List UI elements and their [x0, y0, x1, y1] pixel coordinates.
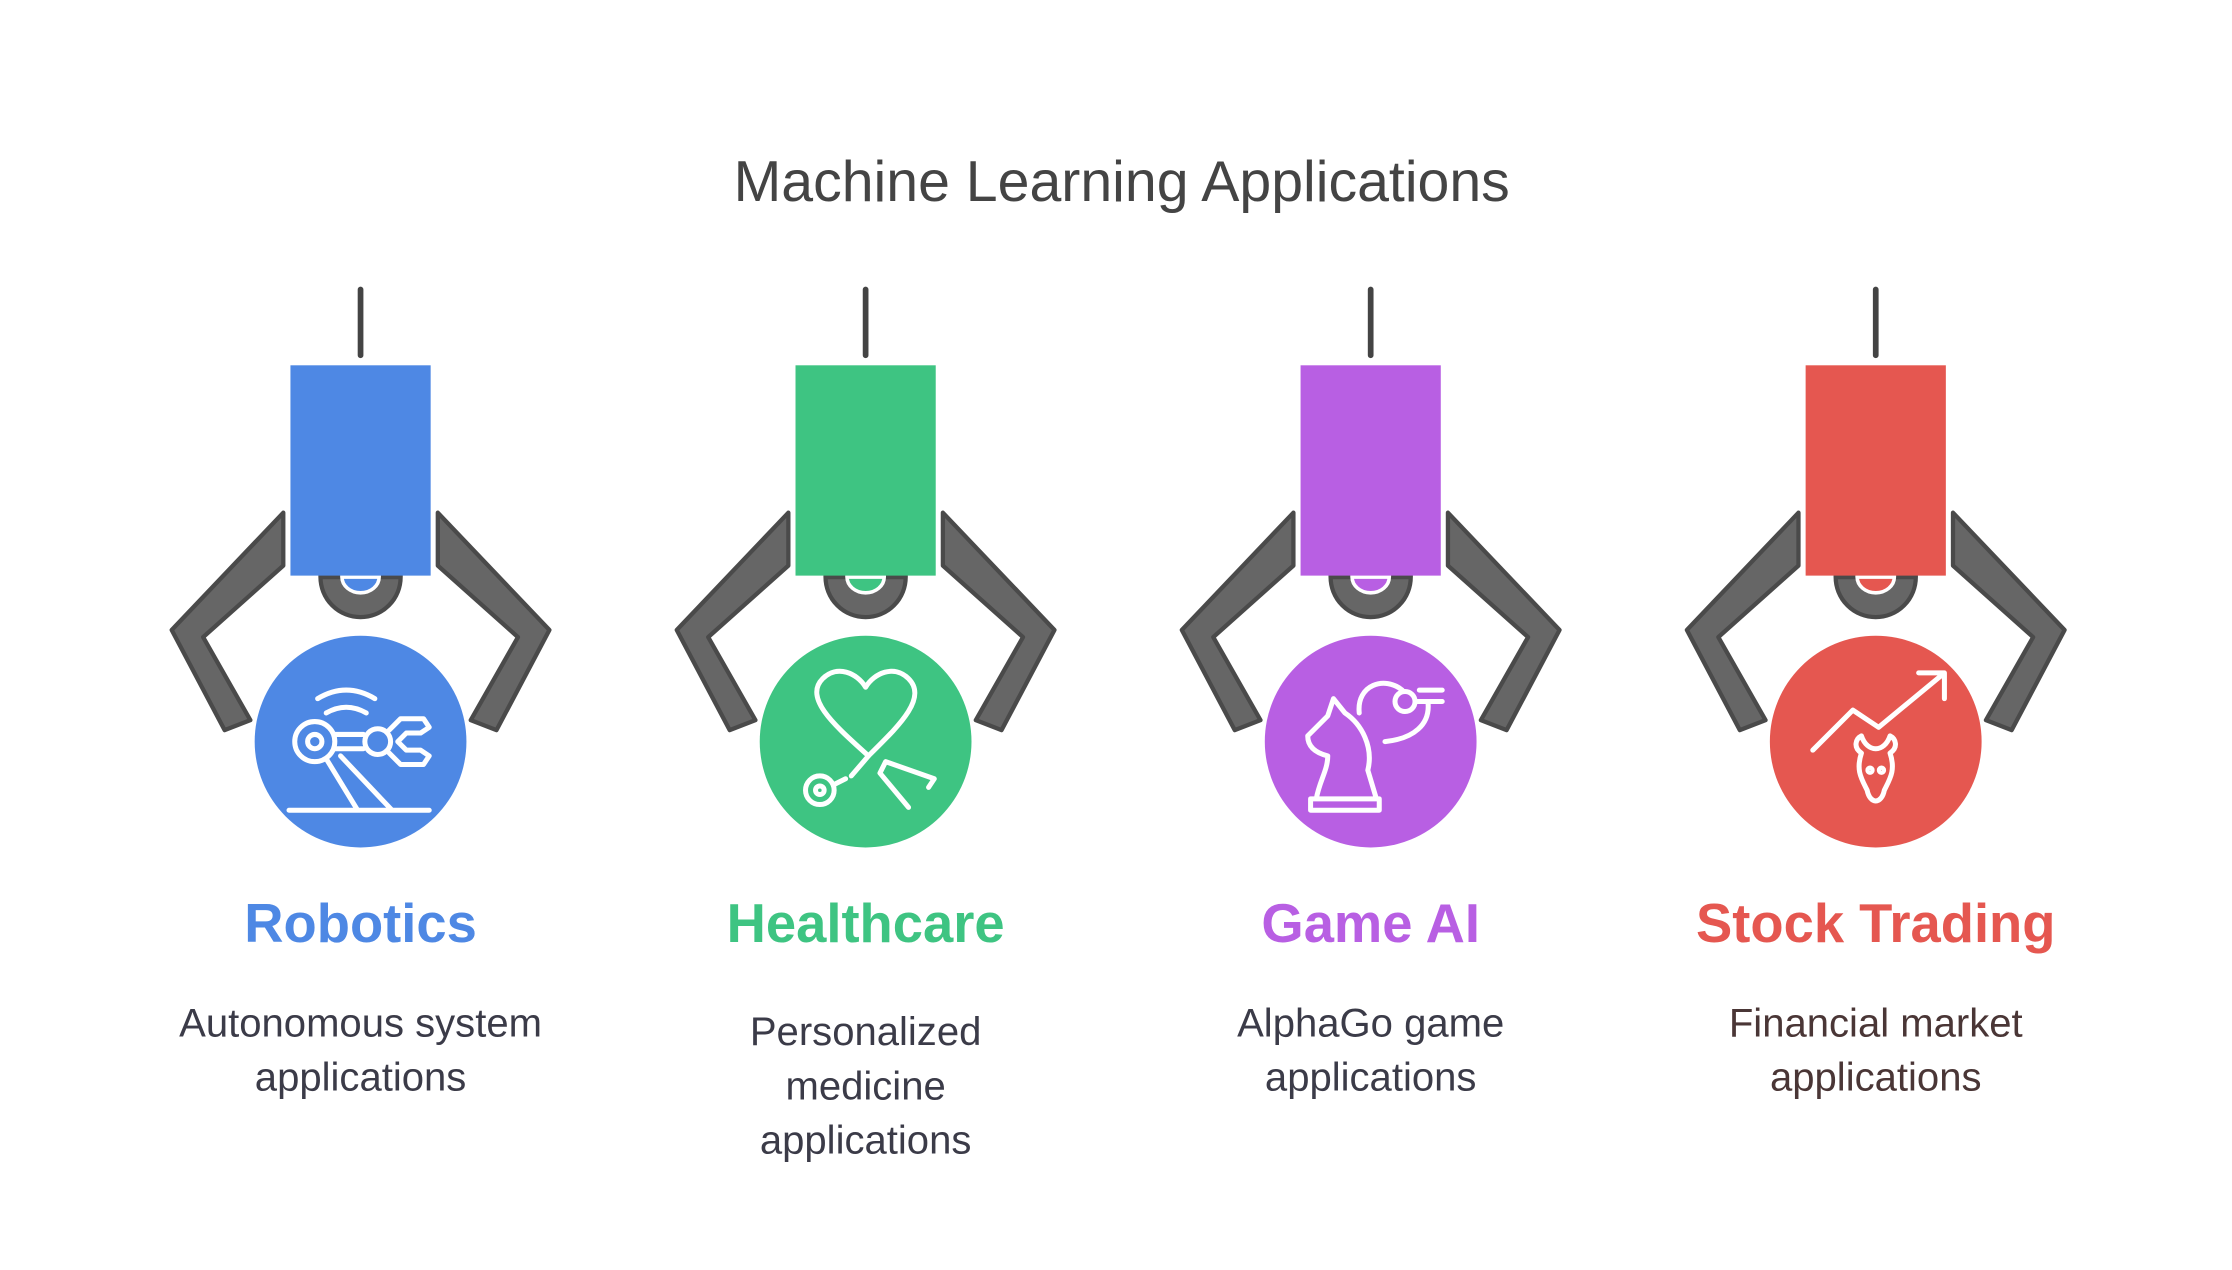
item-description-line: applications [1770, 1056, 1981, 1100]
claw-joint [1328, 574, 1413, 620]
icon-circle [254, 635, 467, 848]
left-claw-arm [1179, 510, 1296, 733]
icon-circle [1769, 635, 1982, 848]
left-claw-arm [1684, 510, 1801, 733]
diagram-title: Machine Learning Applications [734, 150, 1510, 214]
column-game-ai: Game AI AlphaGo game applications [1179, 286, 1562, 1100]
left-claw-arm [169, 510, 286, 733]
item-description-line: AlphaGo game [1237, 1001, 1504, 1045]
claw-joint [1833, 574, 1918, 620]
column-stock-trading: Stock Trading Financial market applicati… [1684, 286, 2067, 1100]
right-claw-arm [940, 510, 1057, 733]
claw-joint [823, 574, 908, 620]
claw-body [290, 365, 431, 576]
column-robotics: Robotics Autonomous system applications [169, 286, 552, 1100]
icon-circle [1264, 635, 1477, 848]
item-description-line: applications [760, 1119, 971, 1163]
robot-arm-icon [286, 687, 432, 813]
claw-body [795, 365, 936, 576]
item-description-line: applications [1265, 1056, 1476, 1100]
left-claw-arm [674, 510, 791, 733]
claw-body [1805, 365, 1946, 576]
item-description-line: Personalized [750, 1010, 982, 1054]
claw-joint-center [1350, 575, 1392, 595]
right-claw-arm [1445, 510, 1562, 733]
stethoscope-heart-icon [803, 668, 937, 810]
item-description-line: applications [255, 1056, 466, 1100]
bull-trend-icon [1810, 670, 1947, 804]
chess-knight-brain-icon [1305, 680, 1445, 813]
claw-joint-center [845, 575, 887, 595]
right-claw-arm [435, 510, 552, 733]
item-label: Game AI [1261, 893, 1480, 954]
right-claw-arm [1950, 510, 2067, 733]
claw-joint [318, 574, 403, 620]
item-label: Healthcare [727, 893, 1005, 954]
column-healthcare: Healthcare Personalized medicine applica… [674, 286, 1057, 1163]
item-description-line: medicine [785, 1064, 945, 1108]
item-description-line: Autonomous system [179, 1001, 542, 1045]
claw-joint-center [1855, 575, 1897, 595]
item-label: Robotics [244, 893, 477, 954]
item-label: Stock Trading [1696, 893, 2055, 954]
claw-joint-center [340, 575, 381, 595]
claw-body [1300, 365, 1441, 576]
icon-circle [759, 635, 972, 848]
item-description-line: Financial market [1729, 1001, 2023, 1045]
